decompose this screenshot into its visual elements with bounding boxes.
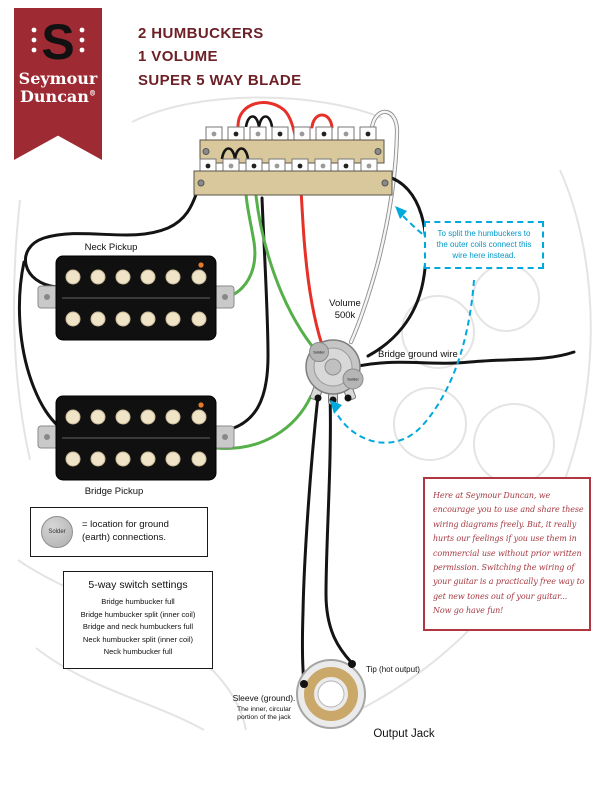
solder-legend-text: = location for ground (earth) connection… (82, 519, 169, 543)
output-jack-label: Output Jack (373, 728, 435, 740)
solder-point-label: Solder (313, 350, 325, 355)
note-line: permission. Switching the wiring of (433, 562, 575, 572)
jack-sleeve-solder-joint (300, 680, 308, 688)
solder-joint (344, 394, 352, 402)
volume-label: Volume (329, 298, 361, 309)
wire-black-bridge-up (214, 196, 270, 434)
note-line: your guitar is a practically free way to (433, 577, 585, 587)
switch-5way (193, 115, 393, 196)
brand-name-line1: Seymour (18, 69, 98, 88)
note-line: hurts our feelings if you use them in (433, 534, 577, 544)
pickup-neck (37, 255, 235, 341)
wire-black-pot-to-tip (324, 392, 353, 664)
note-line: Here at Seymour Duncan, we (433, 491, 551, 500)
wire-bridge-ground (356, 350, 576, 368)
wire-black-switch-right (366, 174, 428, 358)
wire-black-pot-to-sleeve (300, 394, 320, 684)
note-line: get new tones out of your guitar... (433, 591, 568, 601)
wire-green-switch-pot (254, 194, 314, 348)
coil-split-callout-text: To split the humbuckers to the outer coi… (436, 229, 532, 261)
note-line: wiring diagrams freely. But, it really (433, 519, 577, 529)
switch-jumper-loop (233, 147, 250, 160)
bridge-pickup-label: Bridge Pickup (85, 486, 144, 497)
title-line2: 1 VOLUME (138, 48, 218, 66)
brand-name: Seymour Duncan® (18, 69, 98, 107)
bridge-ground-label: Bridge ground wire (378, 349, 458, 360)
switch-setting-item: Bridge humbucker split (inner coil) (80, 609, 196, 619)
volume-value: 500k (335, 310, 356, 321)
switch-setting-item: Neck humbucker full (103, 647, 173, 657)
switch-row-1 (199, 126, 385, 164)
switch-jumper-loop (257, 115, 274, 128)
note-line: encourage you to use and share these (433, 505, 584, 515)
output-jack (296, 659, 366, 729)
wire-green-neck (214, 192, 257, 302)
solder-joint (314, 394, 322, 402)
solder-legend-icon: Solder (41, 516, 73, 548)
switch-jumper-loop (244, 115, 261, 128)
switch-setting-item: Neck humbucker split (inner coil) (82, 634, 194, 644)
solder-point-label: Solder (347, 377, 359, 382)
neck-pickup-label: Neck Pickup (85, 242, 138, 253)
jack-sleeve-desc-line2: portion of the jack (237, 714, 291, 721)
pickup-bridge (37, 395, 235, 481)
wire-black-neck-loop (24, 190, 199, 289)
note-line: Now go have fun! (433, 606, 504, 616)
seymour-duncan-monogram-icon: S (31, 14, 85, 70)
title-line3: SUPER 5 WAY BLADE (138, 71, 302, 89)
coil-split-callout: To split the humbuckers to the outer coi… (424, 221, 544, 269)
arrowhead-switch (395, 206, 407, 219)
jack-sleeve-desc-line1: The inner, circular (237, 706, 292, 713)
solder-legend-icon-label: Solder (48, 529, 66, 535)
jack-tip-label: Tip (hot output) (366, 665, 420, 674)
brand-name-line2: Duncan (20, 87, 89, 107)
wire-white-core (349, 110, 399, 344)
switch-setting-item: Bridge humbucker full (101, 597, 175, 606)
note-line: commercial use without prior written (433, 548, 582, 558)
solder-point: Solder (342, 368, 364, 390)
monogram-letter: S (41, 14, 74, 70)
wire-black-left-run (17, 260, 60, 428)
switch-setting-item: Bridge and neck humbuckers full (82, 622, 194, 632)
solder-point: Solder (309, 342, 329, 362)
volume-pot: Solder Solder (305, 339, 364, 405)
arrowhead-pot (330, 400, 342, 414)
registered-mark: ® (88, 89, 96, 99)
diagram-title: 2 HUMBUCKERS 1 VOLUME SUPER 5 WAY BLADE (138, 22, 302, 92)
jack-tip-solder-joint (348, 660, 356, 668)
seymour-duncan-logo: S Seymour Duncan® (14, 8, 102, 160)
title-line1: 2 HUMBUCKERS (138, 25, 264, 42)
jack-sleeve-label: Sleeve (ground). (233, 693, 296, 703)
switch-row-2 (193, 158, 393, 196)
wire-red-jumper (310, 113, 334, 129)
usage-note-box: Here at Seymour Duncan, we encourage you… (423, 477, 591, 631)
solder-legend: Solder = location for ground (earth) con… (30, 507, 208, 557)
wires-layer (17, 101, 576, 684)
switch-settings-box: 5-way switch settings Bridge humbucker f… (63, 571, 213, 669)
split-arrow-to-pot (335, 279, 475, 444)
switch-settings-title: 5-way switch settings (88, 579, 188, 591)
